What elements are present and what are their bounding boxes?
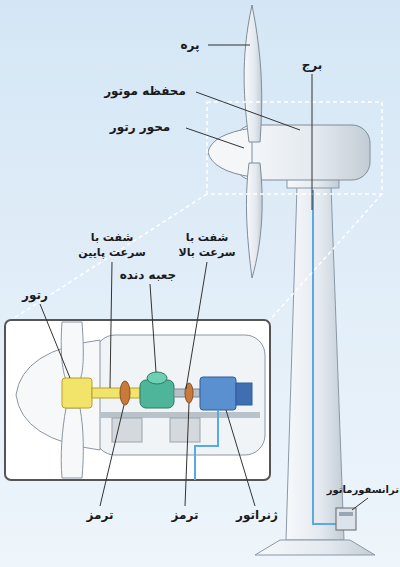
- brake: [120, 381, 130, 405]
- leader-line: [110, 262, 112, 388]
- leader-line: [40, 304, 70, 378]
- leader-line: [100, 405, 124, 506]
- power-cable: [195, 410, 218, 480]
- power-cable: [313, 190, 337, 524]
- blade: [246, 163, 262, 278]
- inset-spinner: [16, 340, 100, 450]
- rotor-hub: [62, 378, 92, 408]
- bed-plate: [100, 412, 260, 418]
- part-label: محفظه موتور: [95, 84, 195, 99]
- leader-line: [312, 74, 313, 210]
- part-label: جعبه دنده: [108, 268, 188, 283]
- generator-end: [236, 383, 252, 405]
- part-label: ترمز: [163, 508, 207, 523]
- leader-line: [185, 403, 189, 506]
- zoom-line: [8, 194, 207, 322]
- part-label: ترمز: [78, 508, 122, 523]
- leader-line: [186, 262, 207, 389]
- zoom-frame: [207, 102, 382, 194]
- support: [170, 418, 200, 442]
- transformer: [336, 508, 356, 530]
- zoom-line: [268, 194, 382, 322]
- inset-blade: [61, 322, 83, 380]
- leader-line: [150, 284, 156, 372]
- inset-blade: [61, 408, 83, 478]
- part-label: شفت با سرعت بالا: [171, 230, 243, 260]
- spinner: [208, 128, 252, 177]
- inset-frame: [5, 320, 270, 480]
- blade: [244, 5, 262, 142]
- part-label: ژنراتور: [227, 508, 287, 523]
- gearbox-top: [147, 372, 167, 384]
- leader-line: [226, 410, 255, 506]
- inset-nacelle: [95, 335, 265, 455]
- transformer-detail: [339, 512, 353, 516]
- leader-line: [196, 92, 300, 130]
- part-label: رتور: [10, 288, 60, 303]
- part-label: ترانسفورماتور: [333, 482, 399, 497]
- leader-line: [352, 498, 368, 510]
- tower-base: [255, 540, 375, 555]
- leader-line: [186, 128, 244, 148]
- low-speed-shaft: [92, 388, 140, 398]
- part-label: محور رتور: [95, 120, 185, 135]
- part-label: شفت با سرعت پایین: [75, 230, 149, 260]
- leader-line: [208, 45, 250, 46]
- part-label: برج: [292, 58, 332, 73]
- part-label: پره: [170, 38, 210, 53]
- generator: [200, 377, 236, 410]
